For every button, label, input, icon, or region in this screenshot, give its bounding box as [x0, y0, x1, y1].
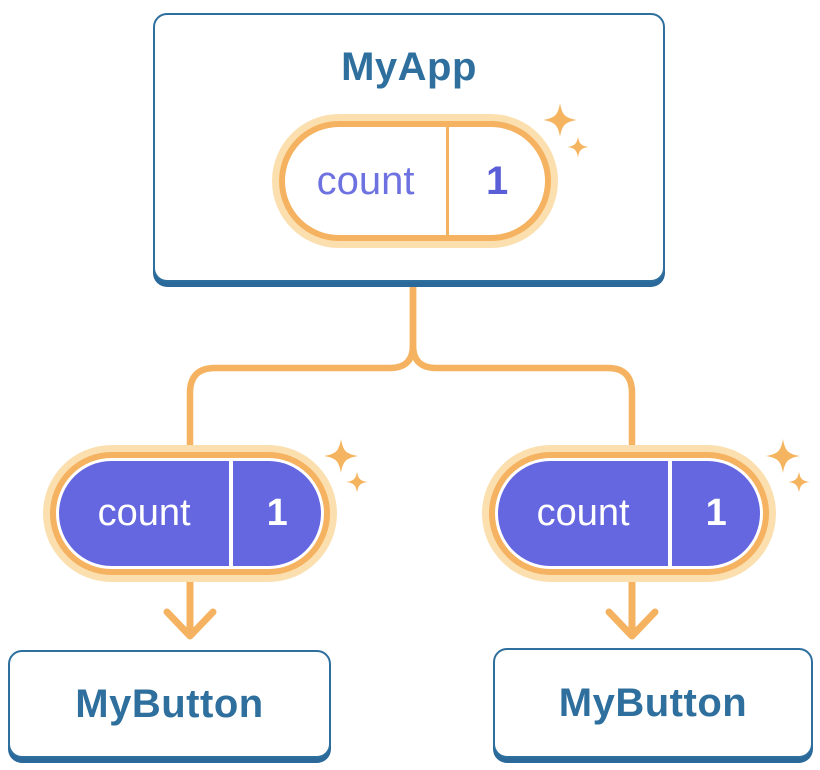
pill-divider	[668, 461, 673, 566]
prop-value: 1	[266, 492, 288, 534]
state-name: count	[316, 158, 415, 203]
prop-pill-ring: count 1	[489, 452, 769, 575]
prop-pill-core: count 1	[498, 461, 760, 566]
connector-branch-left	[186, 278, 417, 474]
prop-pill-ring: count 1	[50, 452, 330, 575]
mybutton-card-left: MyButton	[8, 650, 331, 758]
component-title: MyButton	[558, 681, 748, 725]
prop-pill-core: count 1	[59, 461, 321, 566]
component-title: MyButton	[75, 682, 264, 726]
state-value: 1	[485, 158, 509, 203]
state-pill: count 1	[272, 114, 558, 248]
arrow-head-left-icon	[163, 608, 217, 640]
prop-value: 1	[705, 492, 727, 534]
prop-name: count	[536, 492, 630, 534]
state-pill-ring: count 1	[279, 121, 551, 241]
connector-branch-right	[409, 278, 636, 474]
component-title: MyApp	[341, 45, 477, 89]
prop-pill-left: count 1	[43, 445, 337, 582]
prop-name: count	[97, 492, 191, 534]
mybutton-card-right: MyButton	[493, 648, 813, 758]
pill-divider	[229, 461, 234, 566]
prop-pill-right: count 1	[482, 445, 776, 582]
sparkle-icon	[766, 439, 810, 493]
pill-divider	[446, 127, 450, 235]
arrow-head-right-icon	[605, 608, 659, 640]
